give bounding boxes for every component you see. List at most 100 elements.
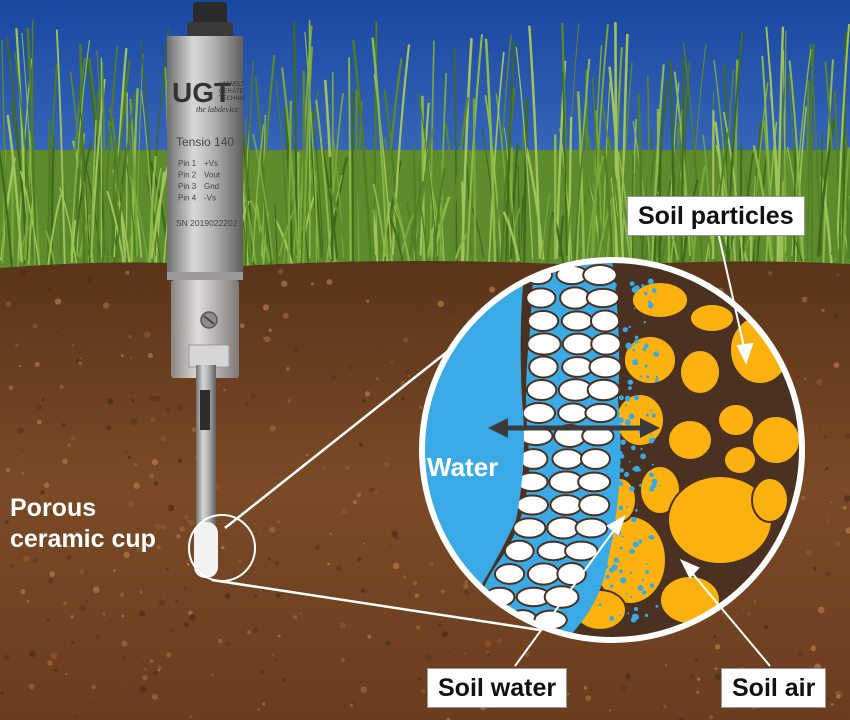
water-speck: [609, 615, 615, 621]
water-speck: [625, 327, 629, 331]
soil-speck: [344, 464, 351, 471]
grass-blade: [254, 77, 269, 257]
soil-speck: [66, 280, 73, 287]
ceramic-grain: [561, 356, 594, 378]
water-speck: [654, 378, 659, 383]
soil-speck: [274, 560, 280, 566]
soil-speck: [64, 672, 68, 676]
soil-speck: [420, 688, 426, 694]
soil-particle: [689, 303, 735, 333]
water-speck: [633, 606, 639, 612]
soil-speck: [153, 481, 159, 486]
water-speck: [619, 569, 623, 574]
ceramic-grain: [585, 287, 620, 309]
soil-speck: [419, 405, 423, 409]
soil-speck: [93, 289, 100, 296]
water-speck: [628, 413, 635, 420]
soil-particle: [679, 349, 721, 395]
soil-speck: [85, 599, 88, 602]
porous-cup-shape: [194, 522, 218, 578]
soil-speck: [259, 589, 262, 592]
soil-speck: [89, 695, 92, 698]
water-speck: [643, 320, 646, 324]
grass-blade: [150, 162, 171, 259]
soil-speck: [36, 419, 42, 425]
grass-blade: [471, 206, 485, 259]
grass-blade: [723, 111, 744, 266]
soil-speck: [401, 396, 406, 401]
soil-speck: [136, 527, 140, 530]
grass-blade: [372, 183, 386, 257]
soil-speck: [628, 678, 632, 682]
soil-speck: [257, 707, 261, 712]
soil-speck: [211, 673, 214, 677]
grass-blade: [788, 74, 799, 270]
soil-speck: [441, 631, 448, 638]
ceramic-grain: [582, 263, 618, 287]
soil-speck: [224, 593, 231, 600]
soil-speck: [383, 461, 390, 468]
soil-speck: [274, 658, 279, 663]
soil-speck: [67, 443, 72, 448]
soil-speck: [187, 520, 190, 523]
water-speck: [651, 413, 656, 418]
soil-speck: [15, 343, 19, 348]
grass-blade: [517, 166, 520, 258]
soil-speck: [310, 282, 314, 286]
soil-speck: [166, 567, 169, 571]
ceramic-grain: [525, 378, 558, 402]
soil-speck: [49, 571, 56, 577]
grass-blade: [419, 102, 430, 256]
grass-blade: [275, 79, 290, 257]
soil-speck: [29, 650, 36, 658]
soil-speck: [463, 583, 469, 590]
soil-speck: [464, 580, 468, 584]
soil-speck: [93, 586, 100, 594]
water-speck: [632, 359, 639, 366]
soil-speck: [166, 593, 170, 597]
soil-speck: [422, 554, 425, 557]
soil-speck: [417, 676, 422, 681]
soil-speck: [142, 674, 148, 681]
label-porous-line-2: ceramic cup: [10, 525, 156, 553]
soil-speck: [696, 690, 700, 694]
soil-speck: [47, 702, 51, 706]
soil-speck: [797, 650, 804, 657]
grass-blade: [115, 93, 136, 263]
ceramic-grain: [560, 310, 594, 332]
grass-blade: [252, 134, 274, 261]
grass-blade: [110, 138, 117, 259]
soil-speck: [272, 652, 275, 656]
water-speck: [627, 379, 633, 385]
soil-speck: [127, 455, 131, 459]
soil-speck: [567, 692, 570, 696]
soil-speck: [18, 364, 22, 368]
soil-speck: [225, 642, 229, 646]
grass-blade: [257, 54, 276, 269]
grass-blade: [329, 157, 334, 262]
soil-speck: [122, 656, 127, 661]
exchange-double-arrow-icon: [488, 418, 660, 438]
soil-speck: [14, 301, 17, 304]
water-speck: [628, 325, 631, 329]
soil-particle: [667, 419, 713, 461]
grass-blade: [820, 176, 833, 267]
soil-speck: [816, 378, 823, 386]
soil-speck: [47, 660, 53, 666]
soil-speck: [263, 337, 265, 339]
grass-blade: [805, 43, 815, 261]
soil-speck: [183, 514, 189, 520]
grass-blade: [372, 190, 375, 265]
soil-speck: [287, 399, 292, 404]
water-speck: [632, 349, 635, 352]
grass-blade: [617, 151, 634, 268]
soil-speck: [293, 347, 299, 353]
soil-speck: [151, 693, 158, 700]
soil-speck: [148, 333, 151, 336]
grass-blade: [73, 133, 84, 261]
soil-speck: [313, 320, 317, 324]
soil-speck: [66, 554, 72, 560]
water-speck: [611, 564, 618, 571]
grass-blade: [820, 131, 824, 256]
soil-speck: [264, 336, 271, 343]
